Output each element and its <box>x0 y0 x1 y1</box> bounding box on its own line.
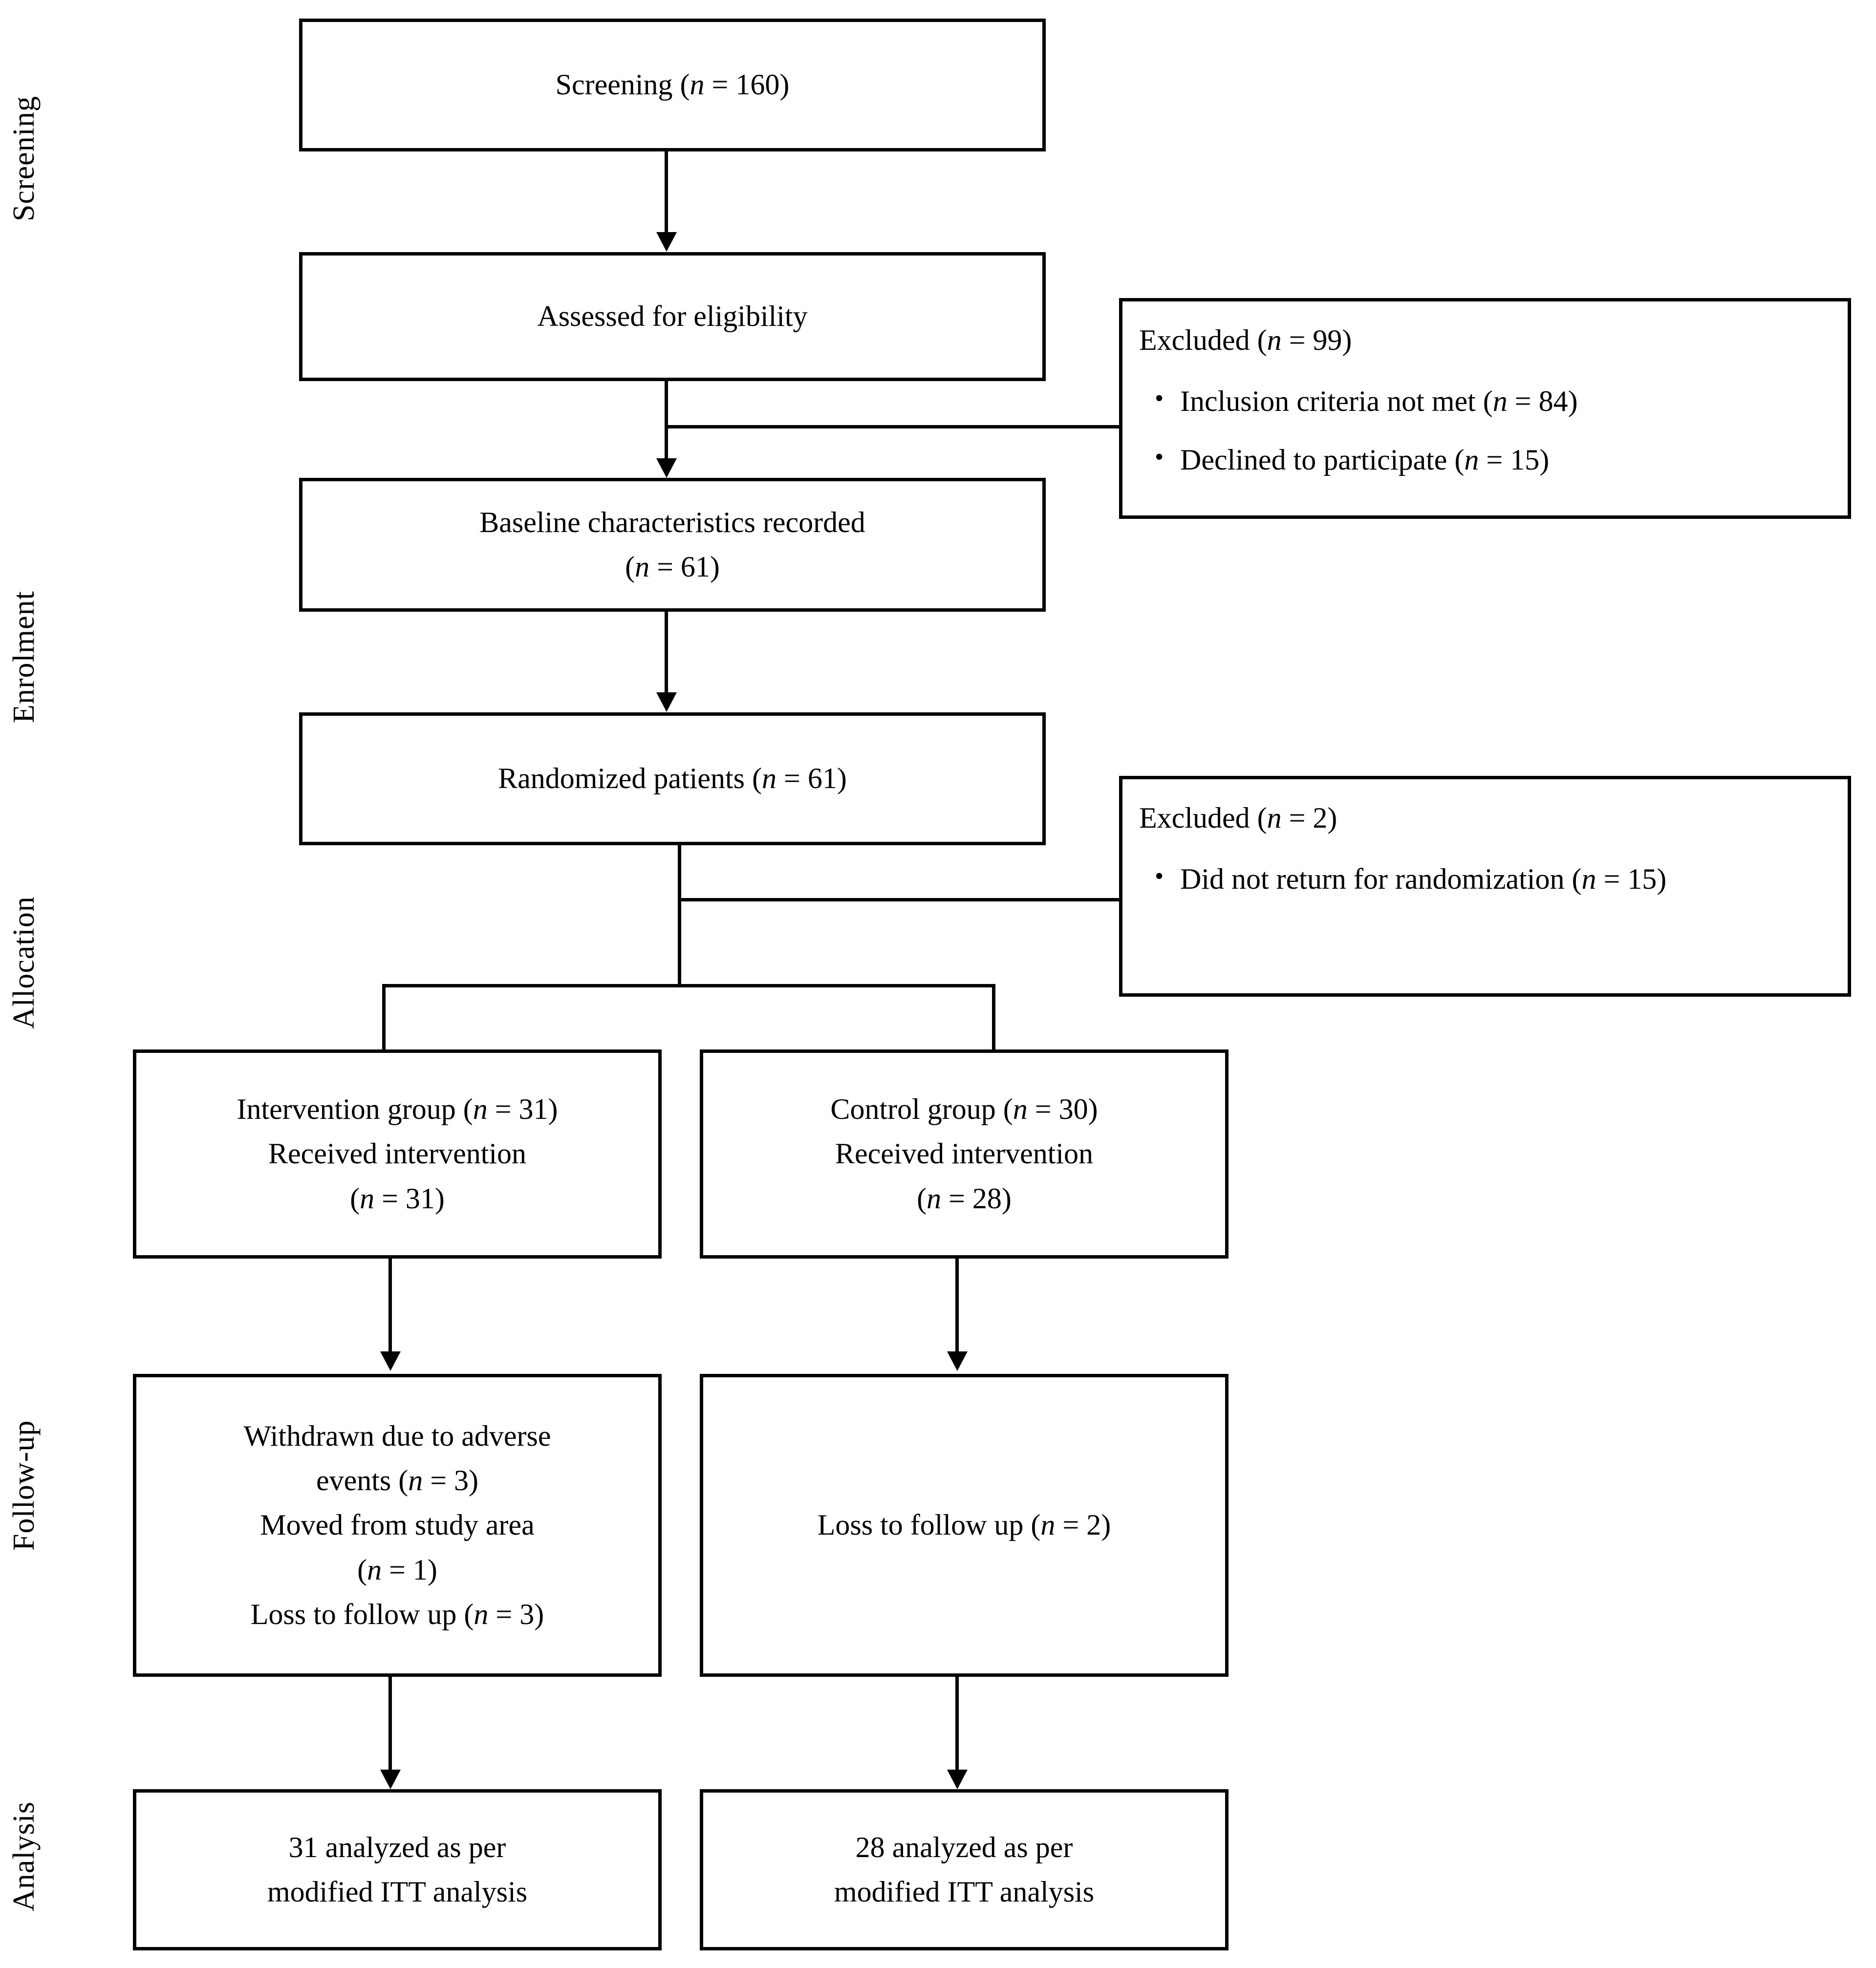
connector-control-to-followup <box>955 1259 959 1356</box>
node-assessed-for-eligibility: Assessed for eligibility <box>299 252 1046 381</box>
node-followup-control-text: Loss to follow up (n = 2) <box>817 1509 1111 1541</box>
arrowhead-followup-intervention <box>380 1351 401 1371</box>
node-control-line-3: (n = 28) <box>917 1182 1012 1215</box>
connector-followup-intervention-to-analysis <box>388 1677 392 1775</box>
stage-label-analysis: Analysis <box>7 1801 41 1912</box>
connector-screening-to-eligibility <box>665 151 668 237</box>
stage-label-screening: Screening <box>7 96 41 222</box>
list-item: Declined to participate (n = 15) <box>1155 437 1876 482</box>
node-followup-intervention-line-5: Loss to follow up (n = 3) <box>250 1598 544 1630</box>
stage-label-followup: Follow-up <box>7 1420 41 1551</box>
node-control-group: Control group (n = 30) Received interven… <box>700 1049 1229 1259</box>
stage-label-allocation: Allocation <box>7 896 41 1029</box>
arrowhead-randomized <box>656 692 677 712</box>
node-excluded-1-title: Excluded (n = 99) <box>1139 324 1352 356</box>
node-followup-control: Loss to follow up (n = 2) <box>700 1374 1229 1677</box>
arrowhead-eligibility <box>656 232 677 252</box>
connector-allocation-split-bar <box>382 984 995 987</box>
node-control-line-2: Received intervention <box>835 1137 1094 1170</box>
node-control-line-1: Control group (n = 30) <box>830 1093 1098 1126</box>
list-item: Inclusion criteria not met (n = 84) <box>1155 378 1876 423</box>
node-baseline-characteristics: Baseline characteristics recorded (n = 6… <box>299 478 1046 612</box>
node-analysis-intervention-line-1: 31 analyzed as per <box>288 1831 506 1863</box>
list-item: Did not return for randomization (n = 15… <box>1155 856 1876 901</box>
node-screening: Screening (n = 160) <box>299 19 1046 151</box>
node-analysis-control-line-1: 28 analyzed as per <box>855 1831 1073 1863</box>
node-baseline-line-2: (n = 61) <box>625 551 720 583</box>
node-randomized-text: Randomized patients (n = 61) <box>498 762 847 795</box>
node-intervention-line-2: Received intervention <box>268 1137 527 1170</box>
node-excluded-2-reasons: Did not return for randomization (n = 15… <box>1139 856 1876 901</box>
connector-randomized-to-excluded-2 <box>678 898 1123 901</box>
node-eligibility-text: Assessed for eligibility <box>537 300 808 333</box>
node-followup-intervention-line-4: (n = 1) <box>357 1553 437 1586</box>
arrowhead-analysis-intervention <box>380 1770 401 1789</box>
node-followup-intervention-line-1: Withdrawn due to adverse <box>243 1420 551 1453</box>
connector-eligibility-to-excluded-1 <box>665 425 1123 428</box>
node-analysis-intervention: 31 analyzed as per modified ITT analysis <box>133 1789 662 1950</box>
node-followup-intervention-line-3: Moved from study area <box>260 1509 535 1541</box>
node-analysis-intervention-line-2: modified ITT analysis <box>267 1876 528 1908</box>
node-analysis-control: 28 analyzed as per modified ITT analysis <box>700 1789 1229 1950</box>
node-intervention-line-1: Intervention group (n = 31) <box>237 1093 558 1126</box>
connector-baseline-to-randomized <box>665 612 668 697</box>
node-baseline-line-1: Baseline characteristics recorded <box>479 506 865 538</box>
node-intervention-group: Intervention group (n = 31) Received int… <box>133 1049 662 1259</box>
arrowhead-analysis-control <box>947 1770 968 1789</box>
connector-randomized-trunk <box>678 845 681 987</box>
node-excluded-2-title: Excluded (n = 2) <box>1139 802 1337 834</box>
node-excluded-1: Excluded (n = 99) Inclusion criteria not… <box>1119 298 1851 519</box>
node-followup-intervention: Withdrawn due to adverse events (n = 3) … <box>133 1374 662 1677</box>
node-followup-intervention-line-2: events (n = 3) <box>316 1464 479 1497</box>
arrowhead-baseline <box>656 458 677 478</box>
node-analysis-control-line-2: modified ITT analysis <box>834 1876 1095 1908</box>
stage-label-enrolment: Enrolment <box>7 591 41 724</box>
connector-intervention-to-followup <box>388 1259 392 1356</box>
node-randomized-patients: Randomized patients (n = 61) <box>299 712 1046 845</box>
connector-followup-control-to-analysis <box>955 1677 959 1775</box>
node-screening-text: Screening (n = 160) <box>555 68 790 101</box>
node-excluded-2: Excluded (n = 2) Did not return for rand… <box>1119 776 1851 997</box>
connector-eligibility-to-baseline <box>665 381 668 464</box>
arrowhead-followup-control <box>947 1351 968 1371</box>
node-intervention-line-3: (n = 31) <box>350 1182 445 1215</box>
node-excluded-1-reasons: Inclusion criteria not met (n = 84) Decl… <box>1139 378 1876 482</box>
